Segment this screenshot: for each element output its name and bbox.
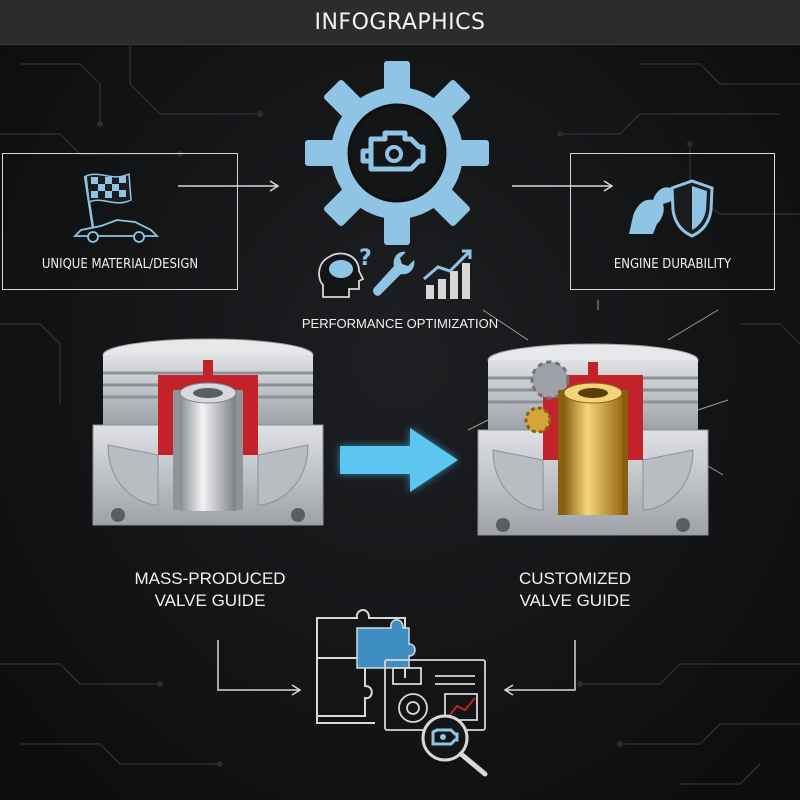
customized-caption: CUSTOMIZED VALVE GUIDE (475, 568, 675, 612)
wrench-icon (373, 251, 415, 296)
growth-chart-icon (423, 249, 472, 299)
magnifier-engine-icon (421, 714, 488, 777)
unique-material-box: UNIQUE MATERIAL/DESIGN (2, 153, 238, 290)
race-car-icon (72, 219, 160, 243)
customized-caption-line1: CUSTOMIZED (518, 569, 632, 588)
gear-engine-icon (305, 61, 489, 245)
mass-produced-caption-line1: MASS-PRODUCED (134, 569, 286, 588)
customized-valve-guide-illustration (468, 300, 728, 536)
mass-produced-caption: MASS-PRODUCED VALVE GUIDE (110, 568, 310, 612)
mass-produced-caption-line2: VALVE GUIDE (154, 591, 266, 610)
transformation-arrow (340, 428, 458, 492)
puzzle-icon (316, 609, 486, 731)
checkered-flag-icon (83, 172, 132, 229)
shield-icon (670, 179, 714, 238)
unique-material-label: UNIQUE MATERIAL/DESIGN (41, 257, 199, 272)
performance-optimization-label: PERFORMANCE OPTIMIZATION (301, 316, 499, 331)
gear-icon (530, 360, 570, 400)
circuit-background (0, 44, 800, 785)
customized-caption-line2: VALVE GUIDE (519, 591, 631, 610)
engine-durability-label: ENGINE DURABILITY (613, 257, 732, 272)
flexed-arm-icon (629, 187, 676, 234)
svg-text:?: ? (359, 246, 372, 271)
title-bar: INFOGRAPHICS (0, 0, 800, 45)
page-title: INFOGRAPHICS (314, 9, 486, 35)
mass-produced-valve-guide-illustration (92, 338, 324, 526)
engine-durability-box: ENGINE DURABILITY (570, 153, 775, 290)
brain-question-icon: ? (318, 246, 372, 298)
